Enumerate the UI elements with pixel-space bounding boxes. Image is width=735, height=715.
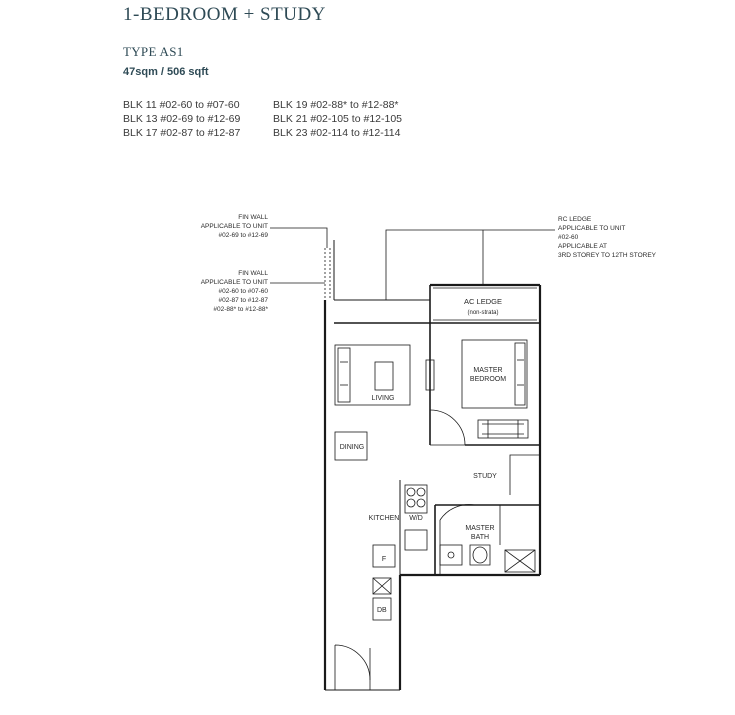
- dining-label: DINING: [340, 444, 365, 451]
- fridge-label: F: [382, 556, 386, 563]
- room-labels: AC LEDGE (non-strata) MASTER BEDROOM LIV…: [340, 297, 507, 614]
- block-list-right: BLK 19 #02-88* to #12-88* BLK 21 #02-105…: [273, 98, 402, 140]
- master-bath-label: BATH: [471, 534, 489, 541]
- rc-ledge-line: 3RD STOREY TO 12TH STOREY: [558, 252, 657, 259]
- living-label: LIVING: [372, 395, 395, 402]
- unit-area: 47sqm / 506 sqft: [123, 66, 209, 78]
- ac-ledge-label: AC LEDGE: [464, 297, 502, 306]
- bedroom-furniture: [461, 339, 529, 439]
- unit-title: 1-BEDROOM + STUDY: [123, 4, 326, 25]
- dining-table: [334, 431, 368, 461]
- rc-ledge-line: APPLICABLE AT: [558, 243, 607, 250]
- annotation-leaders: [270, 227, 555, 300]
- block-line: BLK 21 #02-105 to #12-105: [273, 113, 403, 125]
- master-bath-label: MASTER: [465, 525, 494, 532]
- rc-ledge-line: #02-60: [558, 234, 579, 241]
- living-furniture: [334, 344, 411, 406]
- block-line: BLK 17 #02-87 to #12-87: [123, 127, 241, 139]
- interior-walls: [334, 285, 540, 575]
- block-line: BLK 11 #02-60 to #07-60: [123, 99, 240, 111]
- block-line: BLK 19 #02-88* to #12-88*: [273, 99, 399, 111]
- fin-wall-2-line: #02-60 to #07-60: [218, 288, 268, 295]
- unit-type: TYPE AS1: [123, 44, 184, 59]
- block-list-left: BLK 11 #02-60 to #07-60 BLK 13 #02-69 to…: [123, 98, 240, 140]
- fin-wall-2-line: #02-88* to #12-88*: [213, 306, 268, 313]
- block-line: BLK 13 #02-69 to #12-69: [123, 113, 241, 125]
- kitchen-fixtures: [372, 484, 428, 621]
- kitchen-label: KITCHEN: [369, 515, 400, 522]
- fin-wall: [324, 248, 331, 300]
- master-bedroom-label: MASTER: [473, 367, 502, 374]
- doors: [334, 359, 540, 690]
- rc-ledge-line: RC LEDGE: [558, 216, 592, 223]
- block-line: BLK 23 #02-114 to #12-114: [273, 127, 401, 139]
- fin-wall-2-line: #02-87 to #12-87: [218, 297, 268, 304]
- bath-fixtures: [439, 505, 536, 573]
- ac-ledge-sublabel: (non-strata): [467, 310, 498, 316]
- fin-wall-2-line: FIN WALL: [238, 270, 268, 277]
- wd-label: W/D: [409, 515, 423, 522]
- master-bedroom-label: BEDROOM: [470, 376, 506, 383]
- exterior-walls: [323, 240, 542, 691]
- fin-wall-1-line: #02-69 to #12-69: [218, 232, 268, 239]
- fin-wall-1-line: APPLICABLE TO UNIT: [201, 223, 268, 230]
- fin-wall-1-line: FIN WALL: [238, 214, 268, 221]
- annotations: FIN WALL APPLICABLE TO UNIT #02-69 to #1…: [201, 214, 657, 313]
- fin-wall-2-line: APPLICABLE TO UNIT: [201, 279, 268, 286]
- db-label: DB: [377, 607, 387, 614]
- study-label: STUDY: [473, 473, 497, 480]
- rc-ledge-line: APPLICABLE TO UNIT: [558, 225, 625, 232]
